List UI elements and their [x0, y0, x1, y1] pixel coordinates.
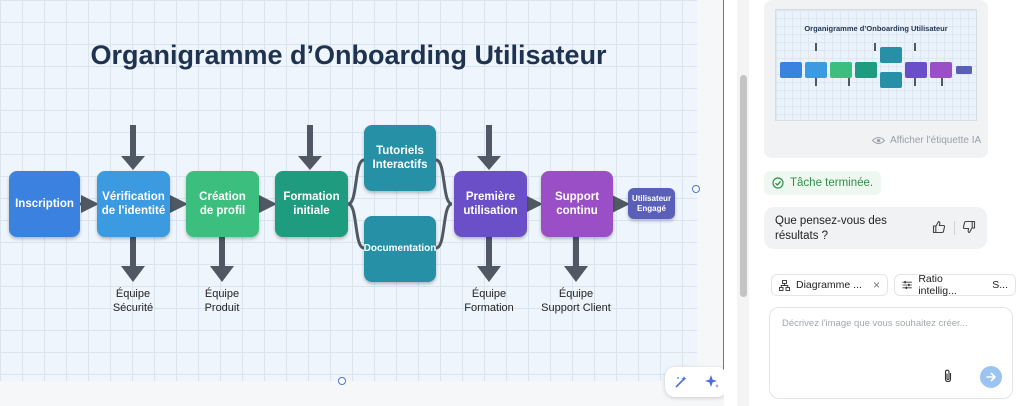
step-verification-identite: Vérification de l'identité: [97, 171, 170, 237]
check-circle-icon: [772, 177, 784, 189]
org-chart-icon: [779, 279, 790, 291]
result-thumbnail[interactable]: Organigramme d’Onboarding Utilisateur: [775, 9, 977, 121]
resize-handle-right[interactable]: [692, 185, 700, 193]
canvas-area[interactable]: Organigramme d’Onboarding Utilisateur: [0, 0, 724, 406]
prompt-input-box: [769, 307, 1013, 399]
sparkle-icon: [704, 375, 719, 388]
magic-wand-button[interactable]: [670, 371, 692, 393]
task-status-text: Tâche terminée.: [790, 177, 874, 189]
show-ai-label-toggle[interactable]: Afficher l'étiquette IA: [872, 135, 981, 146]
paperclip-icon: [944, 369, 952, 383]
diagram-image[interactable]: Organigramme d’Onboarding Utilisateur: [0, 0, 697, 381]
ai-sparkle-button[interactable]: [701, 371, 723, 393]
magic-wand-icon: [674, 376, 687, 388]
task-status-badge: Tâche terminée.: [764, 171, 882, 195]
ratio-chip-extra: S...: [992, 279, 1008, 291]
scrollbar-thumb[interactable]: [740, 75, 747, 297]
diagram-connectors: [80, 125, 630, 282]
attach-button[interactable]: [942, 369, 954, 388]
step-formation-initiale: Formation initiale: [275, 171, 348, 237]
step-inscription: Inscription: [9, 171, 80, 237]
step-documentation: Documentation: [364, 216, 436, 282]
thumbnail-title: Organigramme d’Onboarding Utilisateur: [804, 24, 948, 33]
ratio-chip[interactable]: Ratio intellig... S...: [894, 273, 1016, 297]
resize-handle-bottom[interactable]: [338, 377, 346, 385]
arrow-right-icon: [986, 372, 996, 382]
feedback-card: Que pensez-vous des résultats ?: [764, 207, 987, 249]
step-support-continu: Support continu: [541, 171, 613, 237]
thumbs-down-icon: [962, 220, 976, 234]
team-produit: Équipe Produit: [204, 288, 240, 315]
step-premiere-utilisation: Première utilisation: [454, 171, 527, 237]
diagram-chip-label: Diagramme ...: [796, 279, 862, 291]
step-tutoriels-interactifs: Tutoriels Interactifs: [364, 125, 436, 191]
step-utilisateur-engage: Utilisateur Engagé: [628, 188, 675, 219]
feedback-question: Que pensez-vous des résultats ?: [775, 215, 887, 242]
diagram-title: Organigramme d’Onboarding Utilisateur: [90, 40, 607, 70]
send-button[interactable]: [980, 366, 1002, 388]
eye-icon: [872, 137, 885, 144]
ratio-chip-label: Ratio intellig...: [918, 273, 957, 297]
sliders-icon: [902, 281, 912, 289]
step-creation-profil: Création de profil: [186, 171, 259, 237]
team-securite: Équipe Sécurité: [112, 288, 154, 315]
team-formation: Équipe Formation: [464, 288, 514, 315]
show-ai-label-text: Afficher l'étiquette IA: [890, 135, 982, 146]
thumbs-up-button[interactable]: [932, 220, 946, 239]
thumbs-up-icon: [932, 220, 946, 234]
selection-border: [723, 0, 724, 381]
thumbs-down-button[interactable]: [962, 220, 976, 239]
thumbnail-diagram: [780, 43, 972, 88]
prompt-input[interactable]: [780, 316, 1006, 370]
diagram-type-chip[interactable]: Diagramme ... ×: [771, 274, 888, 296]
close-icon[interactable]: ×: [872, 278, 880, 292]
canvas-toolbar: [665, 367, 724, 397]
team-support-client: Équipe Support Client: [541, 288, 611, 315]
feedback-divider: [954, 221, 955, 235]
